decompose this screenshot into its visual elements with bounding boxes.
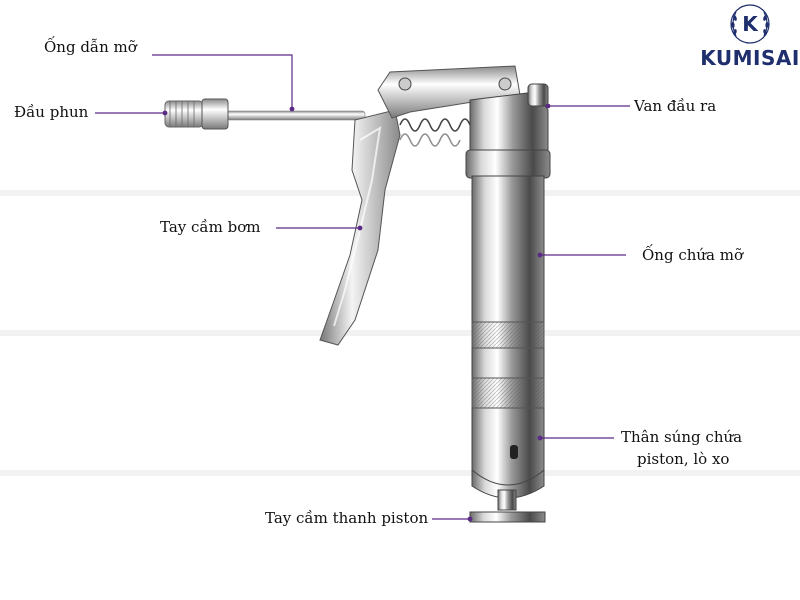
leader-ong-dan-mo bbox=[152, 54, 293, 109]
label-than-sung-line1: Thân súng chứa bbox=[621, 428, 743, 446]
label-dau-phun: Đầu phun bbox=[14, 103, 89, 121]
piston-rod-handle bbox=[469, 489, 546, 523]
pump-head bbox=[469, 83, 549, 156]
leader-lines bbox=[95, 54, 630, 520]
label-van-dau-ra: Van đầu ra bbox=[634, 97, 717, 115]
grease-cylinder bbox=[471, 175, 545, 499]
brand-monogram: K bbox=[742, 12, 759, 36]
label-tay-cam-bom: Tay cầm bơm bbox=[160, 218, 261, 236]
label-ong-chua-mo: Ống chứa mỡ bbox=[642, 246, 744, 264]
grease-hose-tube bbox=[224, 110, 366, 121]
brand-logo: K KUMISAI bbox=[700, 2, 800, 72]
label-than-sung-line2: piston, lò xo bbox=[637, 450, 730, 468]
brand-emblem-icon: K bbox=[730, 4, 770, 44]
brand-name: KUMISAI bbox=[700, 46, 800, 70]
linkage-arm bbox=[377, 65, 521, 119]
background-texture bbox=[0, 190, 800, 476]
spring bbox=[399, 118, 471, 147]
label-ong-dan-mo: Ống dẫn mỡ bbox=[44, 38, 137, 56]
label-tay-cam-piston: Tay cầm thanh piston bbox=[265, 509, 429, 527]
leader-dots bbox=[162, 103, 551, 522]
cylinder-collar bbox=[465, 149, 551, 179]
nozzle-tip bbox=[164, 98, 229, 130]
